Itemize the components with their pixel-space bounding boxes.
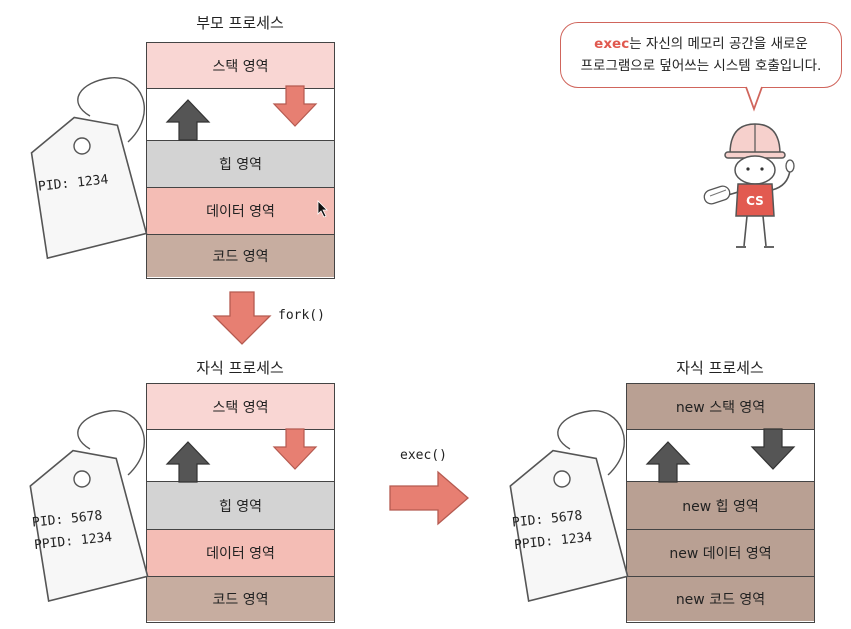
fork-label: fork() bbox=[278, 308, 325, 323]
child-data-segment: 데이터 영역 bbox=[147, 530, 334, 577]
child-data-label: 데이터 영역 bbox=[206, 546, 275, 562]
child-heap-label: 힙 영역 bbox=[218, 498, 263, 515]
speech-bubble: exec는 자신의 메모리 공간을 새로운 프로그램으로 덮어쓰는 시스템 호출… bbox=[560, 22, 842, 88]
child-code-label: 코드 영역 bbox=[212, 592, 269, 608]
parent-process-title: 부모 프로세스 bbox=[196, 14, 284, 32]
bubble-line2: 프로그램으로 덮어쓰는 시스템 호출입니다. bbox=[580, 58, 822, 74]
parent-data-segment: 데이터 영역 bbox=[147, 188, 334, 235]
child-exec-stack-down-arrow bbox=[750, 428, 796, 470]
bubble-line1: 는 자신의 메모리 공간을 새로운 bbox=[629, 36, 808, 52]
child-exec-heap-label: new 힙 영역 bbox=[682, 498, 759, 515]
parent-code-label: 코드 영역 bbox=[212, 249, 269, 265]
parent-pid-tag bbox=[30, 77, 148, 260]
parent-heap-segment: 힙 영역 bbox=[147, 141, 334, 188]
child-exec-pid-tag bbox=[509, 410, 629, 602]
parent-heap-label: 힙 영역 bbox=[218, 157, 263, 173]
child-stack-down-arrow bbox=[272, 428, 318, 470]
child-exec-process-title: 자식 프로세스 bbox=[676, 359, 764, 377]
child-exec-stack-segment: new 스택 영역 bbox=[627, 384, 814, 430]
child-heap-up-arrow bbox=[165, 441, 211, 483]
child-exec-data-label: new 데이터 영역 bbox=[669, 546, 772, 562]
child-exec-stack-label: new 스택 영역 bbox=[675, 399, 766, 416]
child-exec-code-label: new 코드 영역 bbox=[675, 592, 766, 608]
child-exec-data-segment: new 데이터 영역 bbox=[627, 530, 814, 577]
parent-code-segment: 코드 영역 bbox=[147, 235, 334, 277]
fork-down-arrow bbox=[212, 291, 272, 345]
mascot-shirt-text: CS bbox=[746, 194, 764, 208]
parent-stack-down-arrow bbox=[272, 85, 318, 127]
mouse-cursor-icon bbox=[317, 200, 328, 218]
child-process-title: 자식 프로세스 bbox=[196, 359, 284, 377]
child-exec-memory-block: new 스택 영역 new 힙 영역 new 데이터 영역 new 코드 영역 bbox=[626, 383, 815, 623]
exec-label: exec() bbox=[400, 448, 447, 463]
exec-right-arrow bbox=[389, 470, 469, 526]
parent-stack-label: 스택 영역 bbox=[212, 58, 269, 75]
child-exec-code-segment: new 코드 영역 bbox=[627, 577, 814, 621]
child-exec-heap-up-arrow bbox=[645, 441, 691, 483]
child-pid-tag bbox=[29, 410, 149, 602]
child-code-segment: 코드 영역 bbox=[147, 577, 334, 621]
parent-heap-up-arrow bbox=[165, 99, 211, 141]
parent-data-label: 데이터 영역 bbox=[206, 204, 275, 220]
parent-memory-block: 스택 영역 힙 영역 데이터 영역 코드 영역 bbox=[146, 42, 335, 279]
exec-highlight: exec bbox=[594, 36, 630, 52]
child-heap-segment: 힙 영역 bbox=[147, 482, 334, 530]
child-memory-block: 스택 영역 힙 영역 데이터 영역 코드 영역 bbox=[146, 383, 335, 623]
child-stack-label: 스택 영역 bbox=[212, 399, 269, 416]
mascot-icon: CS bbox=[703, 123, 795, 248]
bubble-tail bbox=[745, 85, 763, 112]
child-exec-heap-segment: new 힙 영역 bbox=[627, 482, 814, 530]
child-stack-segment: 스택 영역 bbox=[147, 384, 334, 430]
parent-stack-segment: 스택 영역 bbox=[147, 43, 334, 89]
